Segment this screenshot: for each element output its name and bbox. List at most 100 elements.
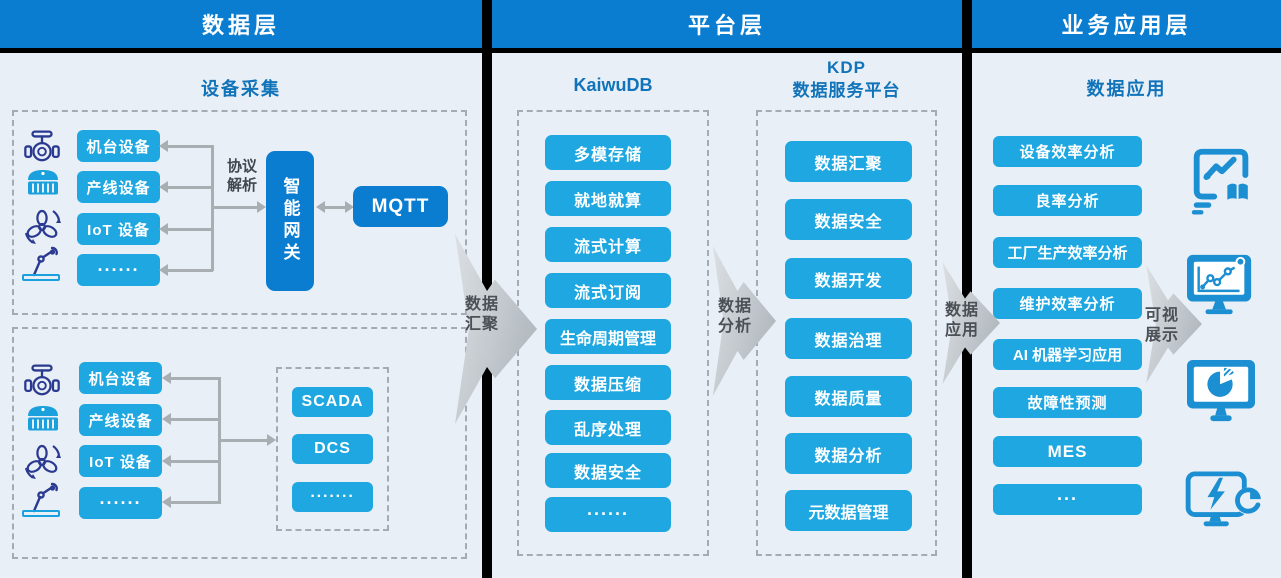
kaiwudb-item-box: 数据压缩 [545, 365, 671, 400]
panel-application-layer: 业务应用层 数据应用 设备效率分析 良率分析 工厂生产效率分析 维护效率分析 A… [972, 0, 1281, 578]
flow-arrow-label: 数据 应用 [928, 301, 996, 340]
kdp-item-box: 数据治理 [785, 318, 912, 359]
app-box: MES [993, 436, 1142, 467]
system-box-ellipsis: ······· [292, 482, 373, 512]
app-box-ellipsis: ··· [993, 484, 1142, 515]
kdp-title: KDP 数据服务平台 [756, 57, 937, 103]
label-line: 数据 [464, 296, 499, 313]
label-line: 数据 [944, 302, 979, 319]
kdp-item-box: 元数据管理 [785, 490, 912, 531]
connector-line [167, 228, 213, 231]
monitor-line-chart-icon [1187, 254, 1252, 315]
layer-header-application: 业务应用层 [972, 0, 1281, 48]
kdp-title-line1: KDP [827, 58, 866, 77]
label-line: 汇聚 [464, 315, 499, 333]
protocol-label-line: 解析 [226, 176, 257, 194]
arrowhead-icon [162, 496, 171, 508]
connector-line [170, 460, 221, 463]
device-box: IoT 设备 [77, 213, 160, 245]
fan-icon [24, 209, 61, 244]
kaiwudb-item-box: 数据安全 [545, 453, 671, 488]
chart-book-icon [1191, 148, 1251, 215]
label-line: 数据 [717, 298, 752, 315]
smart-gateway-box: 智能网关 [266, 151, 314, 291]
device-group2-frame [12, 327, 467, 559]
arrowhead-icon [159, 223, 168, 235]
valve-icon [24, 364, 60, 396]
flow-arrow-label: 可视 展示 [1130, 306, 1194, 345]
device-box: IoT 设备 [79, 445, 162, 477]
robot-arm-icon [22, 246, 60, 281]
label-line: 展示 [1144, 326, 1179, 344]
kaiwudb-item-box: 乱序处理 [545, 410, 671, 445]
protocol-parse-label: 协议 解析 [219, 158, 265, 196]
kaiwudb-item-box: 生命周期管理 [545, 319, 671, 354]
connector-line [211, 145, 214, 271]
connector-line [167, 186, 213, 189]
flow-arrow-label: 数据 分析 [699, 297, 771, 336]
arrowhead-icon [159, 140, 168, 152]
panel-data-layer: 数据层 设备采集 [0, 0, 482, 578]
monitor-energy-icon [1185, 471, 1262, 527]
valve-icon [24, 130, 60, 162]
app-box: AI 机器学习应用 [993, 339, 1142, 370]
kdp-item-box: 数据安全 [785, 199, 912, 240]
application-layer-body: 数据应用 设备效率分析 良率分析 工厂生产效率分析 维护效率分析 AI 机器学习… [972, 53, 1281, 578]
arrowhead-icon [257, 201, 266, 213]
data-application-title: 数据应用 [1086, 79, 1167, 99]
label-line: 应用 [944, 321, 979, 339]
section-title-device-collection: 设备采集 [201, 79, 281, 99]
arrowhead-icon [159, 264, 168, 276]
data-layer-body: 设备采集 [0, 53, 482, 578]
app-box: 工厂生产效率分析 [993, 237, 1142, 268]
kdp-item-box: 数据质量 [785, 376, 912, 417]
connector-line [324, 206, 346, 209]
connector-line [170, 377, 221, 380]
kaiwudb-title: KaiwuDB [573, 75, 653, 95]
system-box: DCS [292, 434, 373, 464]
connector-line [170, 418, 221, 421]
arrowhead-icon [345, 201, 354, 213]
kdp-item-box: 数据汇聚 [785, 141, 912, 182]
device-box: 机台设备 [79, 362, 162, 394]
device-box-ellipsis: ······ [77, 254, 160, 286]
app-box: 故障性预测 [993, 387, 1142, 418]
robot-arm-icon [22, 482, 60, 517]
connector-line [213, 206, 257, 209]
monitor-pie-chart-icon [1187, 359, 1255, 422]
arrowhead-icon [267, 434, 276, 446]
label-line: 分析 [717, 317, 752, 335]
kdp-item-box: 数据分析 [785, 433, 912, 474]
layer-header-platform: 平台层 [492, 0, 962, 48]
motor-drum-icon [28, 406, 58, 431]
kaiwudb-item-box: 多模存储 [545, 135, 671, 170]
layer-header-data: 数据层 [0, 0, 482, 48]
device-group1-frame [12, 110, 467, 315]
fan-icon [24, 444, 61, 479]
kdp-item-box: 数据开发 [785, 258, 912, 299]
connector-line [218, 377, 221, 504]
arrowhead-icon [162, 455, 171, 467]
arrowhead-icon [316, 201, 325, 213]
kaiwudb-item-box: 就地就算 [545, 181, 671, 216]
arrowhead-icon [162, 372, 171, 384]
device-box: 机台设备 [77, 130, 160, 162]
connector-line [220, 439, 267, 442]
flow-arrow-label: 数据 汇聚 [437, 295, 527, 334]
arrowhead-icon [162, 413, 171, 425]
protocol-label-line: 协议 [226, 158, 257, 175]
app-box: 维护效率分析 [993, 288, 1142, 319]
device-box-ellipsis: ······ [79, 487, 162, 519]
device-box: 产线设备 [77, 171, 160, 203]
scada-dcs-frame [276, 367, 389, 531]
device-box: 产线设备 [79, 404, 162, 436]
label-line: 可视 [1144, 307, 1179, 324]
app-box: 设备效率分析 [993, 136, 1142, 167]
connector-line [170, 501, 221, 504]
mqtt-box: MQTT [353, 186, 448, 227]
app-box: 良率分析 [993, 185, 1142, 216]
arrowhead-icon [159, 181, 168, 193]
motor-drum-icon [28, 170, 58, 195]
kaiwudb-item-box: 流式订阅 [545, 273, 671, 308]
